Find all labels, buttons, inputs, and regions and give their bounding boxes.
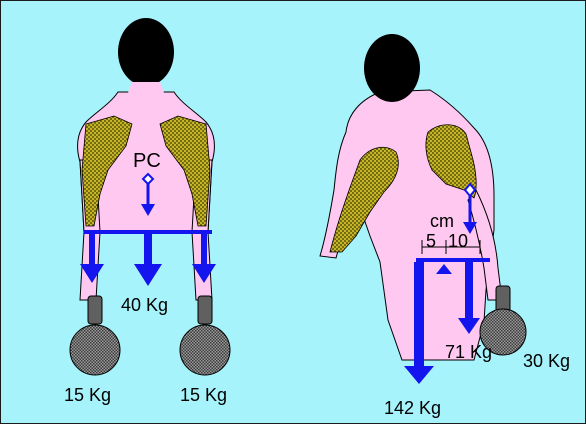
- label-142kg: 142 Kg: [384, 399, 441, 417]
- left-figure-neck: [126, 82, 166, 98]
- right-figure-lever-bar: [416, 258, 490, 262]
- label-10: 10: [448, 232, 468, 250]
- left-figure-head: [118, 18, 174, 86]
- left-figure-weight-right: [180, 325, 230, 375]
- label-15kg-right: 15 Kg: [180, 386, 227, 404]
- label-30kg: 30 Kg: [523, 352, 570, 370]
- left-figure-handle-left: [88, 296, 102, 324]
- left-figure-arrow-right-shaft: [201, 234, 207, 268]
- right-figure-arrow-142-shaft: [414, 262, 424, 370]
- left-figure-weight-left: [70, 325, 120, 375]
- right-figure-head: [364, 34, 420, 102]
- left-figure-handle-right: [198, 296, 212, 324]
- label-5: 5: [426, 232, 436, 250]
- label-71kg: 71 Kg: [445, 343, 492, 361]
- label-cm: cm: [430, 212, 454, 230]
- label-40kg: 40 Kg: [121, 296, 168, 314]
- left-figure-load-bar: [84, 230, 212, 234]
- left-figure-arrow-center-shaft: [144, 234, 152, 268]
- left-figure-arrow-left-shaft: [89, 234, 95, 268]
- right-figure-arrow-71-shaft: [465, 262, 473, 322]
- label-15kg-left: 15 Kg: [64, 386, 111, 404]
- label-pc: PC: [133, 151, 161, 171]
